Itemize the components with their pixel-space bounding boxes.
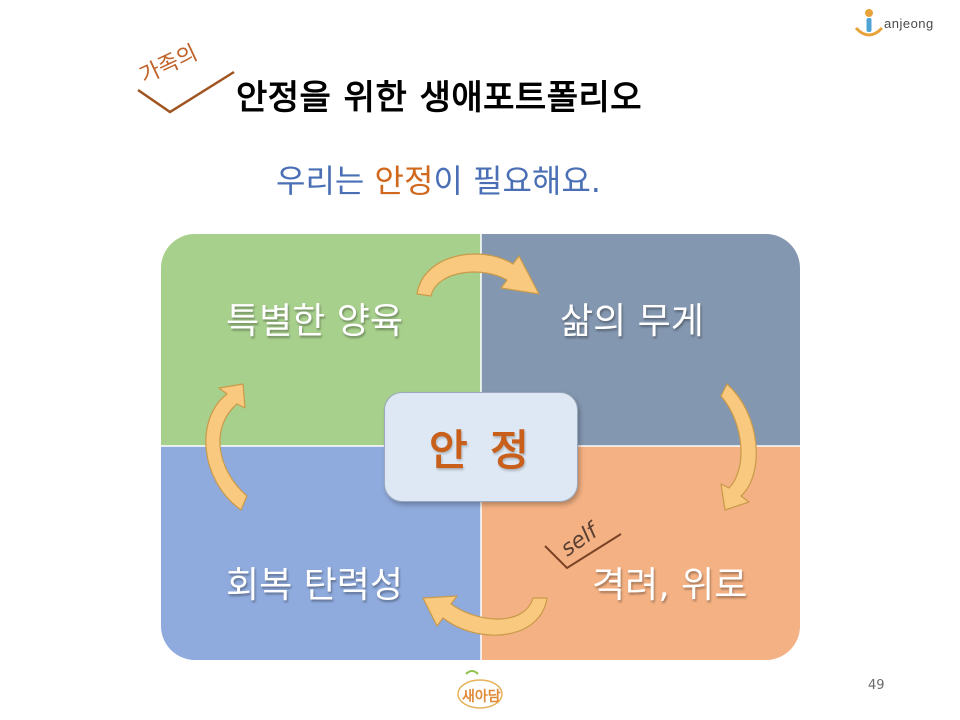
logo-text: anjeong (884, 16, 934, 31)
label-resilience: 회복 탄력성 (226, 565, 404, 606)
footer-logo-text: 새아담 (462, 689, 501, 705)
arrow-right (720, 383, 757, 511)
subtitle-accent: 안정 (374, 162, 434, 200)
arrow-left (205, 383, 248, 511)
anjeong-logo (852, 8, 952, 42)
label-weight-of-life: 삶의 무게 (560, 301, 704, 342)
subtitle-part2: 이 필요해요. (433, 162, 601, 200)
page-title: 안정을 위한 생애포트폴리오 (236, 78, 643, 118)
saeadam-logo (457, 670, 503, 709)
arrow-bottom (422, 595, 548, 636)
subtitle: 우리는 안정이 필요해요. (276, 156, 601, 202)
label-encouragement: 격려, 위로 (592, 565, 748, 606)
label-special-parenting: 특별한 양육 (226, 301, 404, 342)
anjeong-logo-icon (854, 9, 884, 37)
center-label: 안 정 (429, 425, 533, 475)
subtitle-part1: 우리는 (276, 162, 375, 200)
arrow-top (416, 253, 540, 297)
center-stability-box: 안 정 (384, 392, 578, 502)
page-number: 49 (868, 678, 885, 693)
tag-underline (137, 70, 235, 114)
cycle-arrows (205, 253, 757, 636)
self-underline (544, 533, 622, 570)
